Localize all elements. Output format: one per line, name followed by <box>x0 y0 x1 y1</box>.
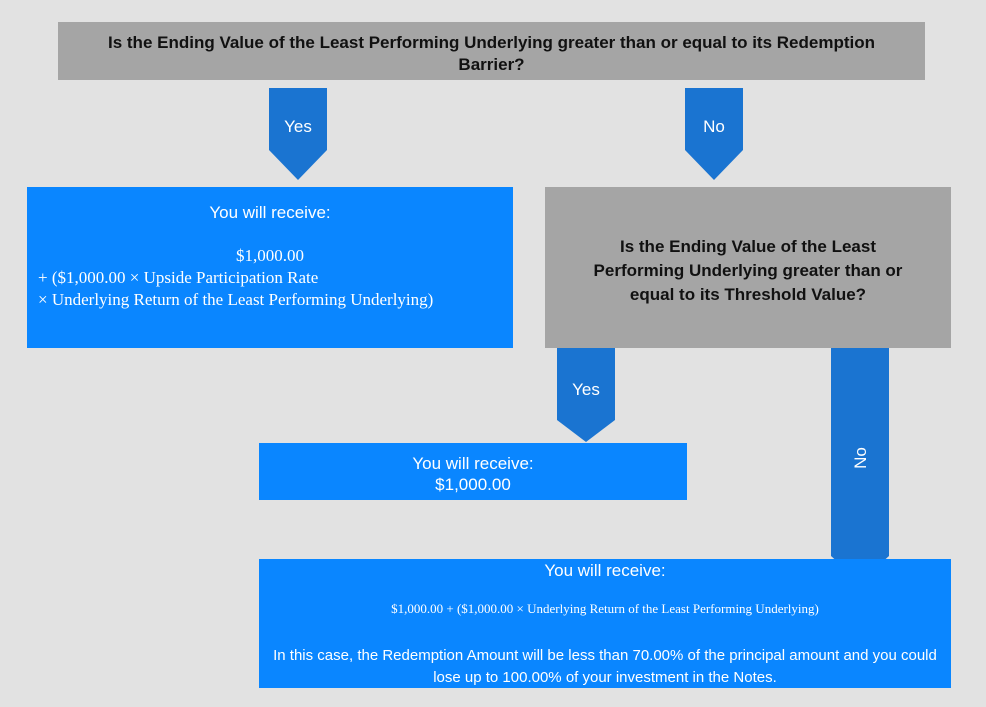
result-box-upside-line2: + ($1,000.00 × Upside Participation Rate <box>38 268 319 287</box>
no-arrow-2: No <box>831 348 889 582</box>
no-arrow-1-label: No <box>703 117 725 136</box>
result-box-principal: You will receive: $1,000.00 <box>259 443 687 500</box>
question-threshold-value-text: Is the Ending Value of the Least Perform… <box>593 237 903 304</box>
question-threshold-value: Is the Ending Value of the Least Perform… <box>545 187 951 348</box>
no-arrow-2-label: No <box>851 447 870 469</box>
down-arrow-icon <box>831 348 889 582</box>
result-box-loss: You will receive: $1,000.00 + ($1,000.00… <box>259 559 951 688</box>
yes-arrow-1: Yes <box>269 88 327 180</box>
result-box-principal-amount: $1,000.00 <box>435 475 511 494</box>
result-box-loss-formula: $1,000.00 + ($1,000.00 × Underlying Retu… <box>391 601 819 616</box>
yes-arrow-2: Yes <box>557 348 615 442</box>
result-box-upside: You will receive: $1,000.00 + ($1,000.00… <box>27 187 513 348</box>
result-box-upside-heading: You will receive: <box>209 203 331 222</box>
yes-arrow-1-label: Yes <box>284 117 312 136</box>
yes-arrow-2-label: Yes <box>572 380 600 399</box>
result-box-loss-heading: You will receive: <box>544 561 666 580</box>
result-box-loss-note: In this case, the Redemption Amount will… <box>273 647 937 686</box>
down-arrow-icon <box>685 88 743 180</box>
result-box-principal-heading: You will receive: <box>412 454 534 473</box>
down-arrow-icon <box>557 348 615 442</box>
down-arrow-icon <box>269 88 327 180</box>
result-box-upside-line3: × Underlying Return of the Least Perform… <box>38 290 434 309</box>
question-redemption-barrier: Is the Ending Value of the Least Perform… <box>58 22 925 80</box>
no-arrow-1: No <box>685 88 743 180</box>
result-box-upside-line1: $1,000.00 <box>236 246 304 265</box>
question-redemption-barrier-text: Is the Ending Value of the Least Perform… <box>108 33 875 74</box>
